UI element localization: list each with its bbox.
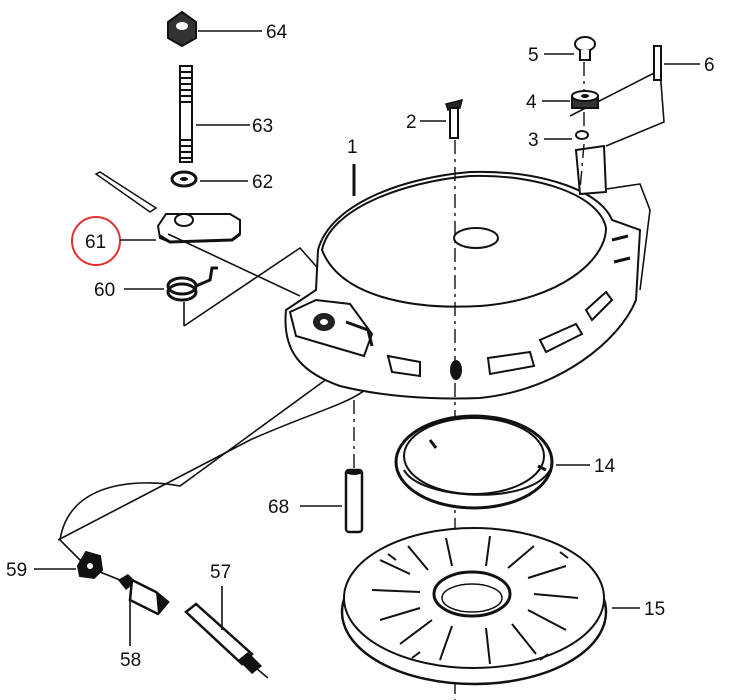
part-4-grommet: [571, 90, 599, 109]
callout-64: 64: [266, 22, 288, 43]
axis-3-5: [579, 62, 585, 191]
callout-61: 61: [85, 232, 106, 253]
callout-2: 2: [406, 112, 417, 133]
part-5-plug: [574, 36, 596, 61]
callout-1: 1: [347, 137, 358, 158]
callout-60: 60: [94, 280, 115, 301]
part-2-screw: [445, 98, 464, 139]
callout-68: 68: [268, 497, 289, 518]
callout-14: 14: [594, 456, 616, 477]
cable-upper: [59, 345, 373, 567]
callout-3: 3: [528, 130, 539, 151]
part-64-nut: [167, 10, 197, 48]
part-58-adjuster: [118, 574, 170, 616]
callout-58: 58: [120, 650, 141, 671]
callout-4: 4: [526, 92, 537, 113]
callout-6: 6: [704, 55, 715, 76]
part-68-roll-pin: [344, 468, 364, 534]
part-61-lever: [94, 171, 241, 244]
part-3-washer: [575, 130, 589, 140]
part-1-starter-housing: [284, 68, 665, 400]
part-57-sleeve: [184, 602, 269, 679]
callout-57: 57: [210, 562, 231, 583]
part-14-spring-ring: [394, 414, 554, 510]
cable-end: [99, 571, 121, 581]
part-6-pin: [653, 45, 662, 81]
callout-5: 5: [528, 45, 539, 66]
part-63-stud: [179, 65, 193, 163]
lever-rod: [167, 233, 301, 297]
callout-62: 62: [252, 172, 273, 193]
cable-lower: [57, 359, 381, 541]
callout-63: 63: [252, 116, 273, 137]
callout-15: 15: [644, 599, 665, 620]
part-59-cable-nut: [76, 550, 104, 580]
part-60-spring: [166, 266, 218, 302]
callout-59: 59: [6, 560, 27, 581]
part-62-washer: [170, 170, 198, 188]
highlight-circle-61: [71, 216, 121, 266]
part-15-pulley: [340, 527, 608, 686]
